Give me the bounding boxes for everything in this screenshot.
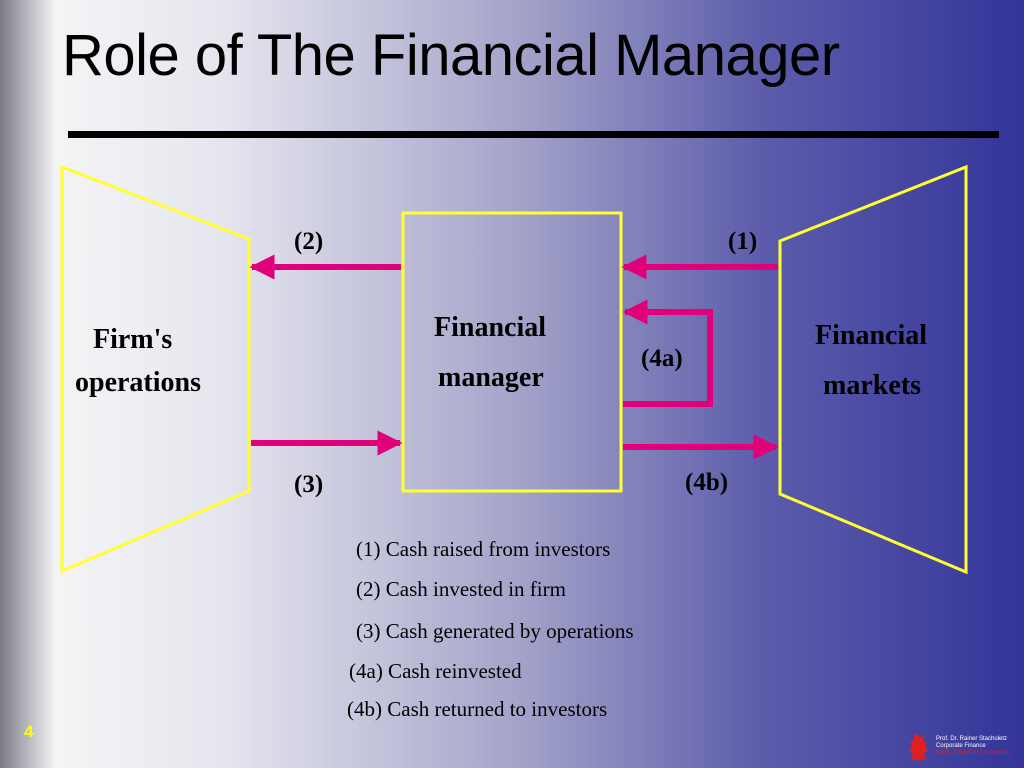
footer-credits: Prof. Dr. Rainer Stachuletz Corporate Fi… <box>936 736 1009 757</box>
financial-markets-label-line2: markets <box>823 370 921 401</box>
legend-item-2: (2) Cash invested in firm <box>356 577 566 601</box>
flow-label-4b: (4b) <box>685 469 729 496</box>
legend-item-3: (3) Cash generated by operations <box>356 619 634 643</box>
flow-label-1: (1) <box>728 228 758 255</box>
slide-title: Role of The Financial Manager <box>62 23 840 88</box>
footer-school: Berlin School of Economics <box>936 750 1010 756</box>
financial-manager-label-line1: Financial <box>434 312 547 343</box>
legend-item-1: (1) Cash raised from investors <box>356 537 611 561</box>
flow-label-4a: (4a) <box>641 345 683 372</box>
arrow-4a-cash-reinvested <box>622 299 713 407</box>
flow-label-2: (2) <box>294 228 324 255</box>
legend-item-4b: (4b) Cash returned to investors <box>347 697 608 721</box>
financial-markets-shape <box>778 164 968 575</box>
page-number: 4 <box>24 722 34 741</box>
legend-item-4a: (4a) Cash reinvested <box>349 659 522 683</box>
footer-course: Corporate Finance <box>936 743 986 749</box>
financial-markets-label-line1: Financial <box>815 320 928 351</box>
flow-label-3: (3) <box>294 471 324 498</box>
footer-author: Prof. Dr. Rainer Stachuletz <box>936 736 1008 742</box>
financial-manager-label-line2: manager <box>438 362 544 393</box>
firm-operations-label-line1: Firm's <box>93 324 173 355</box>
bear-logo-icon <box>909 734 928 762</box>
firm-operations-label-line2: operations <box>75 367 201 398</box>
firm-operations-shape <box>60 164 251 574</box>
title-underline <box>68 131 999 138</box>
financial-manager-box <box>401 211 623 493</box>
